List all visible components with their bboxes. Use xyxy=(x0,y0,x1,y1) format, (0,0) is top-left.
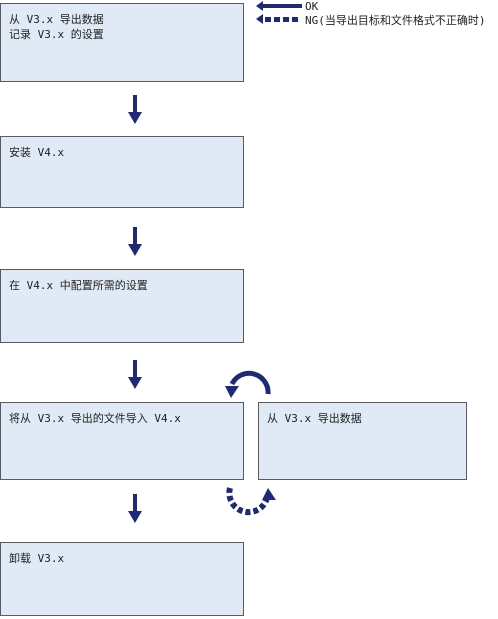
ok-loop-arrow xyxy=(225,370,271,398)
step-retry-export: 从 V3.x 导出数据 xyxy=(258,402,467,480)
step-record-line: 记录 V3.x 的设置 xyxy=(9,28,104,41)
step-import-to-v4-text: 将从 V3.x 导出的文件导入 V4.x xyxy=(9,412,181,425)
legend-ng-label: NG(当导出目标和文件格式不正确时) xyxy=(305,14,486,27)
step-install-v4-text: 安装 V4.x xyxy=(9,146,65,159)
step-export-line: 从 V3.x 导出数据 xyxy=(9,13,104,26)
step-retry-export-text: 从 V3.x 导出数据 xyxy=(267,412,362,425)
legend-ng-arrow xyxy=(256,14,298,24)
down-arrow-1 xyxy=(128,95,142,124)
step-export-and-record: 从 V3.x 导出数据 记录 V3.x 的设置 xyxy=(0,3,244,82)
down-arrow-4 xyxy=(128,494,142,523)
down-arrow-2 xyxy=(128,227,142,256)
step-install-v4: 安装 V4.x xyxy=(0,136,244,208)
step-export-and-record-text: 从 V3.x 导出数据 记录 V3.x 的设置 xyxy=(9,12,104,42)
step-import-to-v4: 将从 V3.x 导出的文件导入 V4.x xyxy=(0,402,244,480)
legend-ok-arrow xyxy=(256,1,302,11)
step-uninstall-v3-text: 卸载 V3.x xyxy=(9,552,65,565)
ng-loop-arrow xyxy=(226,487,276,516)
down-arrow-3 xyxy=(128,360,142,389)
step-configure-v4-text: 在 V4.x 中配置所需的设置 xyxy=(9,279,148,292)
step-configure-v4: 在 V4.x 中配置所需的设置 xyxy=(0,269,244,343)
legend-ok-label: OK xyxy=(305,0,319,13)
step-uninstall-v3: 卸载 V3.x xyxy=(0,542,244,616)
